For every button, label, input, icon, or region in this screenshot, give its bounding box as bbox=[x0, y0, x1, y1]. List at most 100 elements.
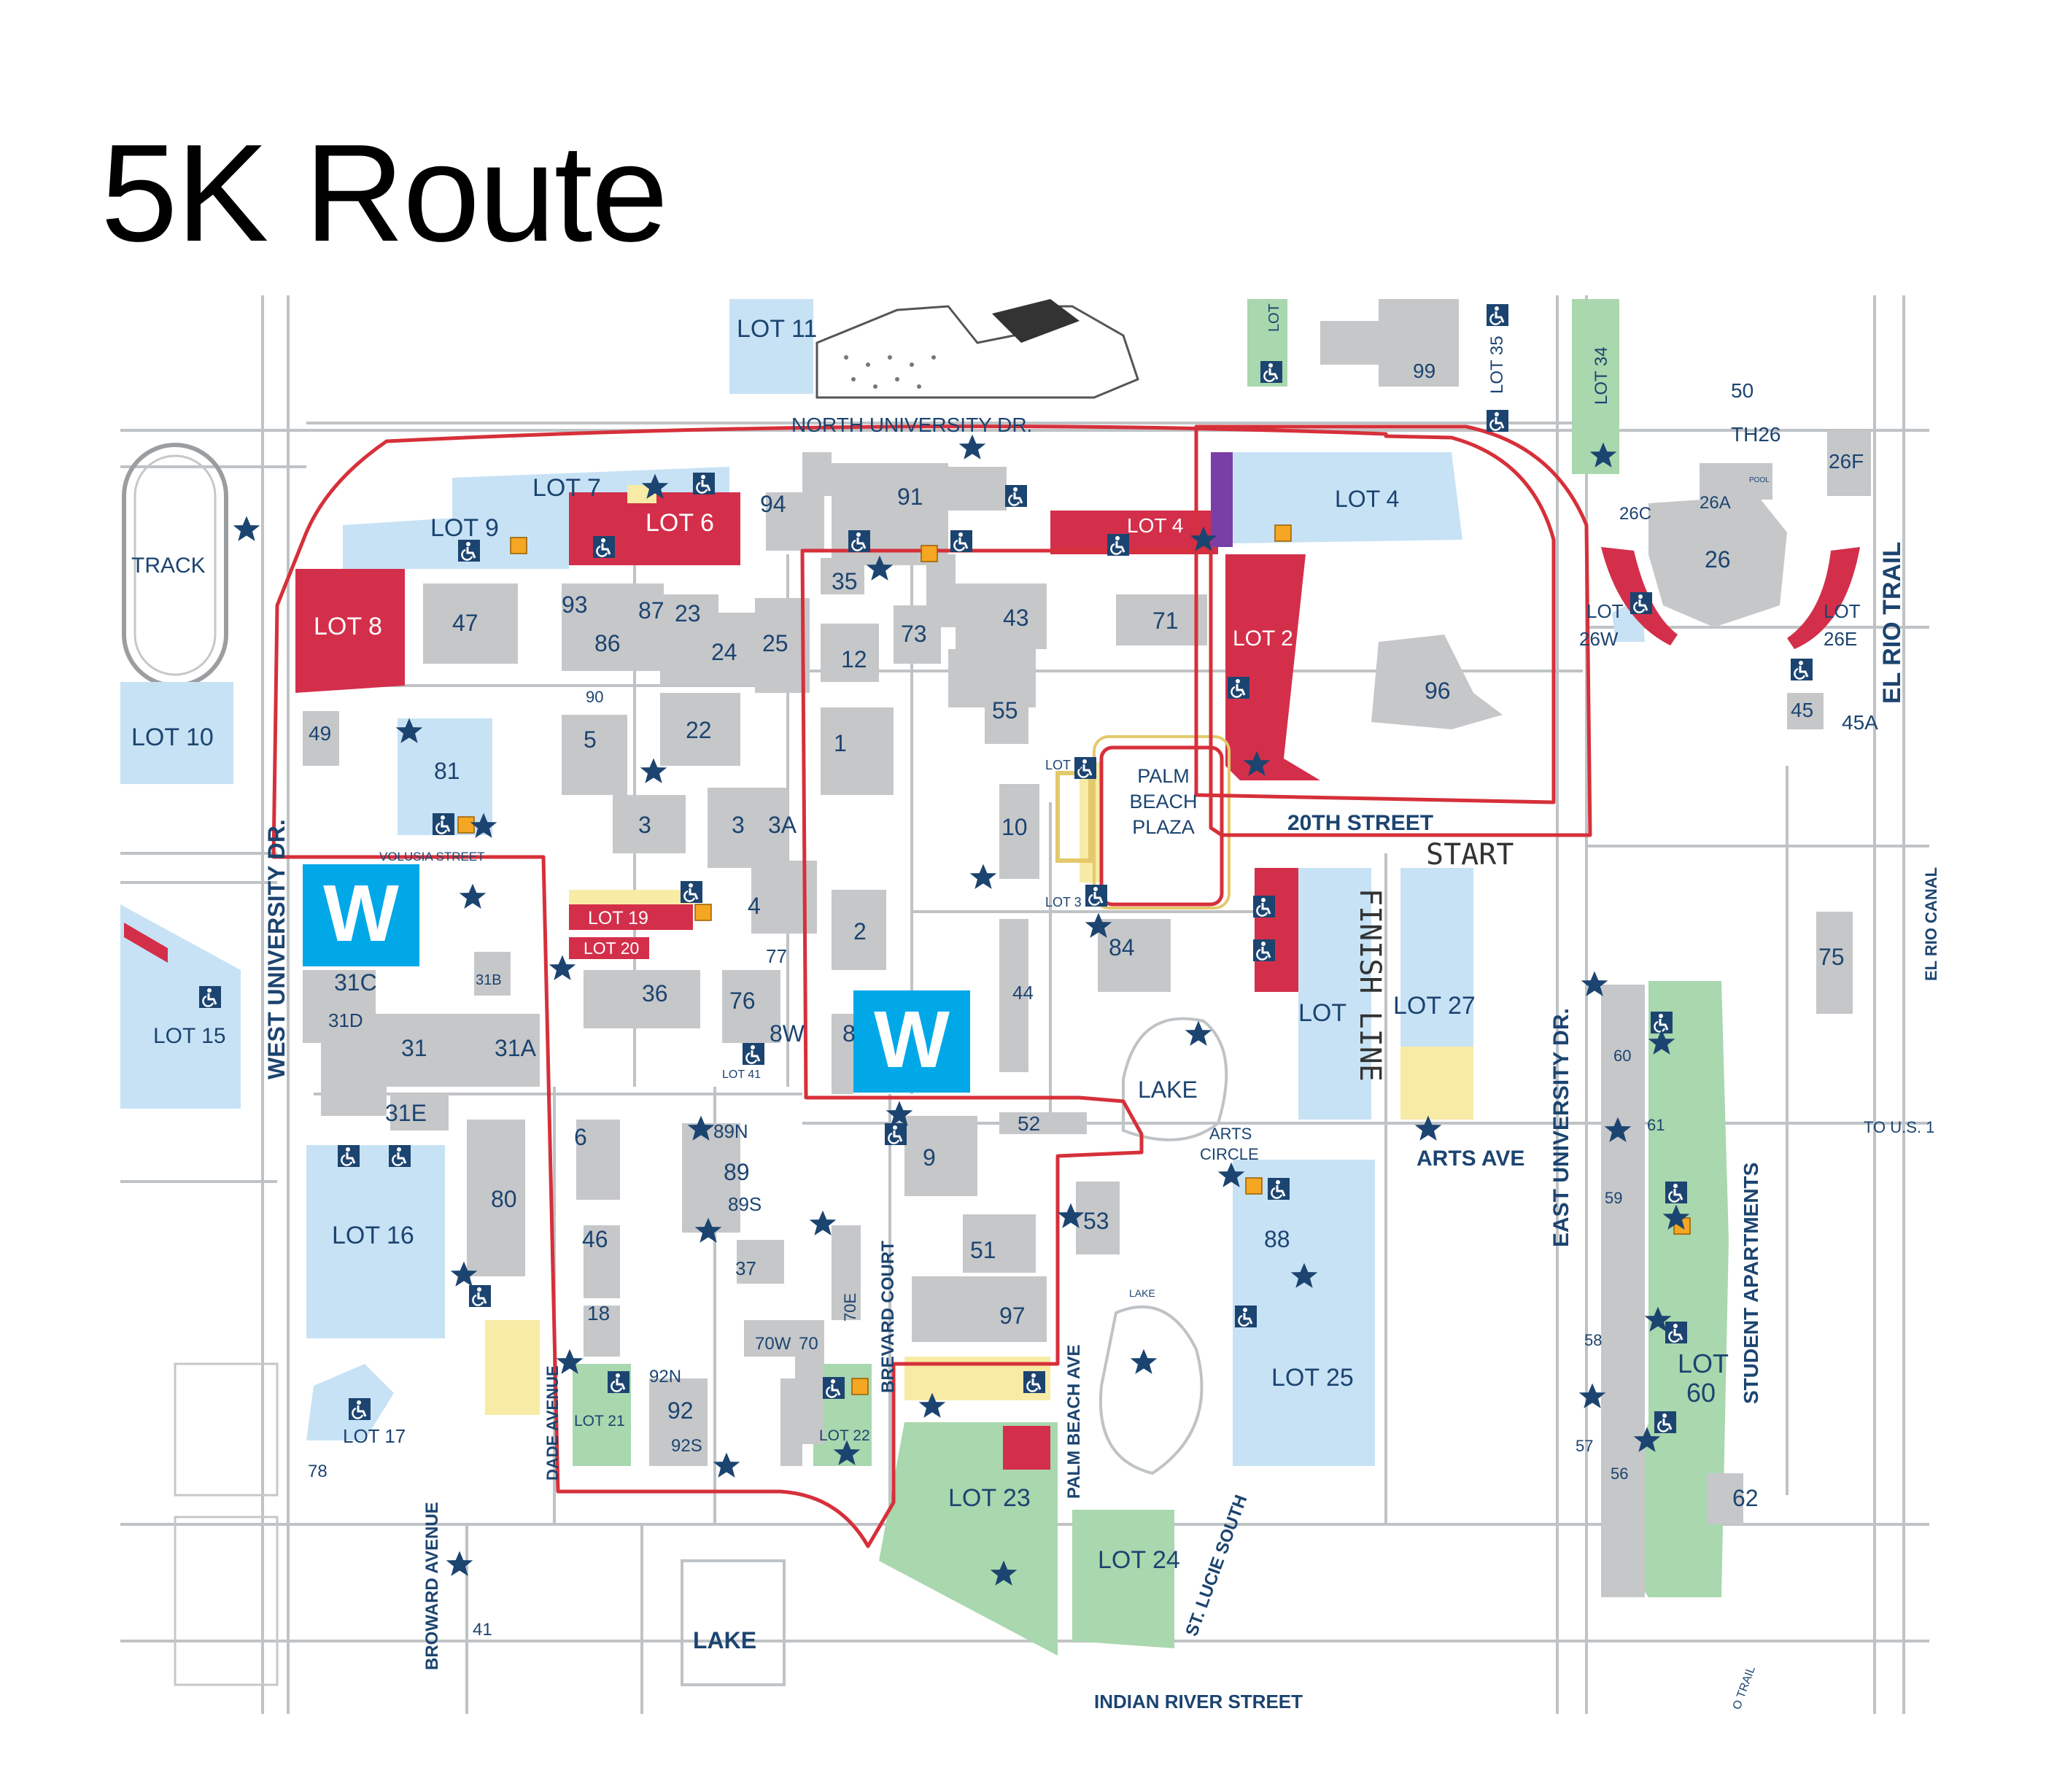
wheelchair-icon bbox=[338, 1145, 360, 1167]
building-label: 53 bbox=[1083, 1208, 1109, 1234]
wheelchair-icon bbox=[848, 530, 870, 552]
lot-label: LOT 19 bbox=[588, 908, 648, 928]
lot-label: LOT 15 bbox=[153, 1024, 226, 1048]
building-label: 37 bbox=[735, 1257, 756, 1279]
building-label: 31A bbox=[495, 1035, 537, 1061]
wheelchair-icon bbox=[458, 540, 480, 562]
track-label: TRACK bbox=[131, 554, 206, 578]
building-label: 41 bbox=[473, 1620, 492, 1640]
lot-label: LOT 20 bbox=[584, 939, 639, 958]
lot-label: LOT 34 bbox=[1592, 346, 1611, 405]
wheelchair-icon bbox=[593, 536, 615, 558]
road-network bbox=[120, 295, 1929, 1714]
building-label: 5 bbox=[584, 726, 597, 753]
street-el-rio-trail: EL RIO TRAIL bbox=[1878, 542, 1906, 704]
building-label: 31B bbox=[476, 972, 502, 988]
wheelchair-icon bbox=[1235, 1306, 1257, 1327]
wheelchair-icon bbox=[1023, 1371, 1045, 1393]
arts-circle-label-1: ARTS bbox=[1209, 1125, 1252, 1143]
water-station-icon bbox=[853, 990, 970, 1093]
finish-line-marker: FINISH LINE bbox=[1353, 888, 1387, 1082]
lot-label: LOT bbox=[1586, 600, 1624, 622]
building-label: 75 bbox=[1818, 944, 1845, 970]
building-label: 89N bbox=[713, 1120, 748, 1142]
buildings bbox=[303, 299, 1871, 1597]
page-title: 5K Route bbox=[101, 116, 668, 271]
water-station-2: W bbox=[853, 990, 970, 1093]
lot-label: LOT 35 bbox=[1487, 335, 1507, 394]
svg-text:W: W bbox=[323, 869, 399, 958]
building-label: 84 bbox=[1109, 934, 1135, 961]
lot-label: LOT 10 bbox=[131, 724, 214, 751]
street-north-university: NORTH UNIVERSITY DR. bbox=[791, 414, 1032, 436]
wheelchair-icon bbox=[349, 1398, 371, 1420]
building-label: 26A bbox=[1700, 493, 1731, 513]
building-label: 49 bbox=[309, 722, 331, 745]
building-label: 91 bbox=[897, 484, 923, 510]
street-west-university: WEST UNIVERSITY DR. bbox=[263, 819, 290, 1079]
building-label: 25 bbox=[762, 630, 788, 656]
building-label: 6 bbox=[574, 1124, 587, 1150]
building-label: 3 bbox=[732, 812, 745, 838]
building-label: 60 bbox=[1613, 1047, 1631, 1065]
building-label: 93 bbox=[562, 591, 588, 618]
building-label: 52 bbox=[1018, 1112, 1040, 1135]
building-label: 51 bbox=[970, 1237, 996, 1263]
building-label: 70 bbox=[799, 1334, 818, 1354]
wheelchair-icon bbox=[681, 881, 702, 903]
street-to-us1: TO U.S. 1 bbox=[1864, 1118, 1934, 1136]
arts-circle-label-2: CIRCLE bbox=[1200, 1145, 1259, 1163]
street-dade-ave: DADE AVENUE bbox=[543, 1365, 562, 1481]
street-labels: NORTH UNIVERSITY DR. WEST UNIVERSITY DR.… bbox=[263, 414, 1940, 1713]
building-label: 45A bbox=[1842, 711, 1878, 734]
street-brevard-court: BREVARD COURT bbox=[878, 1241, 898, 1393]
building-label: 8 bbox=[842, 1020, 856, 1047]
lot-label: LOT 9 bbox=[430, 514, 499, 542]
lot-label: 60 bbox=[1686, 1378, 1716, 1408]
building-label: 92S bbox=[671, 1436, 702, 1456]
lake-label-2: LAKE bbox=[1129, 1287, 1155, 1299]
building-label: 99 bbox=[1413, 360, 1435, 382]
building-label: 96 bbox=[1425, 678, 1451, 704]
lot-label: LOT 27 bbox=[1393, 992, 1476, 1020]
plaza-label-1: PALM bbox=[1137, 765, 1190, 787]
5k-route bbox=[271, 424, 1592, 1548]
orange-markers bbox=[457, 524, 1691, 1395]
lot-label: LOT bbox=[1266, 303, 1282, 332]
wheelchair-icon bbox=[950, 530, 972, 552]
building-label: 73 bbox=[901, 621, 927, 647]
building-label: 50 bbox=[1731, 379, 1754, 402]
building-label: 18 bbox=[587, 1302, 610, 1324]
building-label: 89 bbox=[724, 1159, 750, 1185]
wheelchair-icon bbox=[608, 1371, 629, 1393]
building-label: 77 bbox=[766, 945, 787, 967]
building-label: 55 bbox=[992, 697, 1018, 724]
building-label: 3 bbox=[638, 812, 651, 838]
palm-beach-plaza bbox=[1055, 735, 1231, 909]
lot-label: LOT 25 bbox=[1271, 1364, 1354, 1392]
building-label: 31 bbox=[401, 1035, 427, 1061]
place-labels: TRACK PALM BEACH PLAZA LAKE LAKE LAKE AR… bbox=[131, 476, 1770, 1653]
street-arts-ave: ARTS AVE bbox=[1417, 1147, 1524, 1171]
building-label: 31E bbox=[385, 1100, 427, 1126]
wheelchair-icon bbox=[1107, 534, 1129, 556]
lot-label: LOT 22 bbox=[819, 1427, 870, 1444]
building-label: 56 bbox=[1611, 1465, 1628, 1483]
lot-label: LOT bbox=[1824, 600, 1861, 622]
lot-label: LOT bbox=[1298, 999, 1346, 1027]
plaza-label-2: BEACH bbox=[1129, 791, 1197, 812]
building-label: 90 bbox=[586, 688, 603, 706]
parking-lots-red bbox=[124, 492, 1860, 1470]
building-label: TH26 bbox=[1731, 423, 1780, 446]
wheelchair-icon bbox=[1665, 1182, 1687, 1203]
wheelchair-icon bbox=[389, 1145, 411, 1167]
lot-label: LOT 11 bbox=[737, 315, 817, 343]
building-label: 59 bbox=[1605, 1189, 1622, 1207]
wheelchair-icon bbox=[1253, 939, 1275, 961]
wheelchair-icon bbox=[743, 1043, 764, 1065]
building-label: 86 bbox=[594, 630, 621, 656]
wheelchair-icon bbox=[1260, 361, 1282, 383]
wheelchair-icon bbox=[1654, 1411, 1676, 1433]
building-label: 12 bbox=[841, 646, 867, 672]
